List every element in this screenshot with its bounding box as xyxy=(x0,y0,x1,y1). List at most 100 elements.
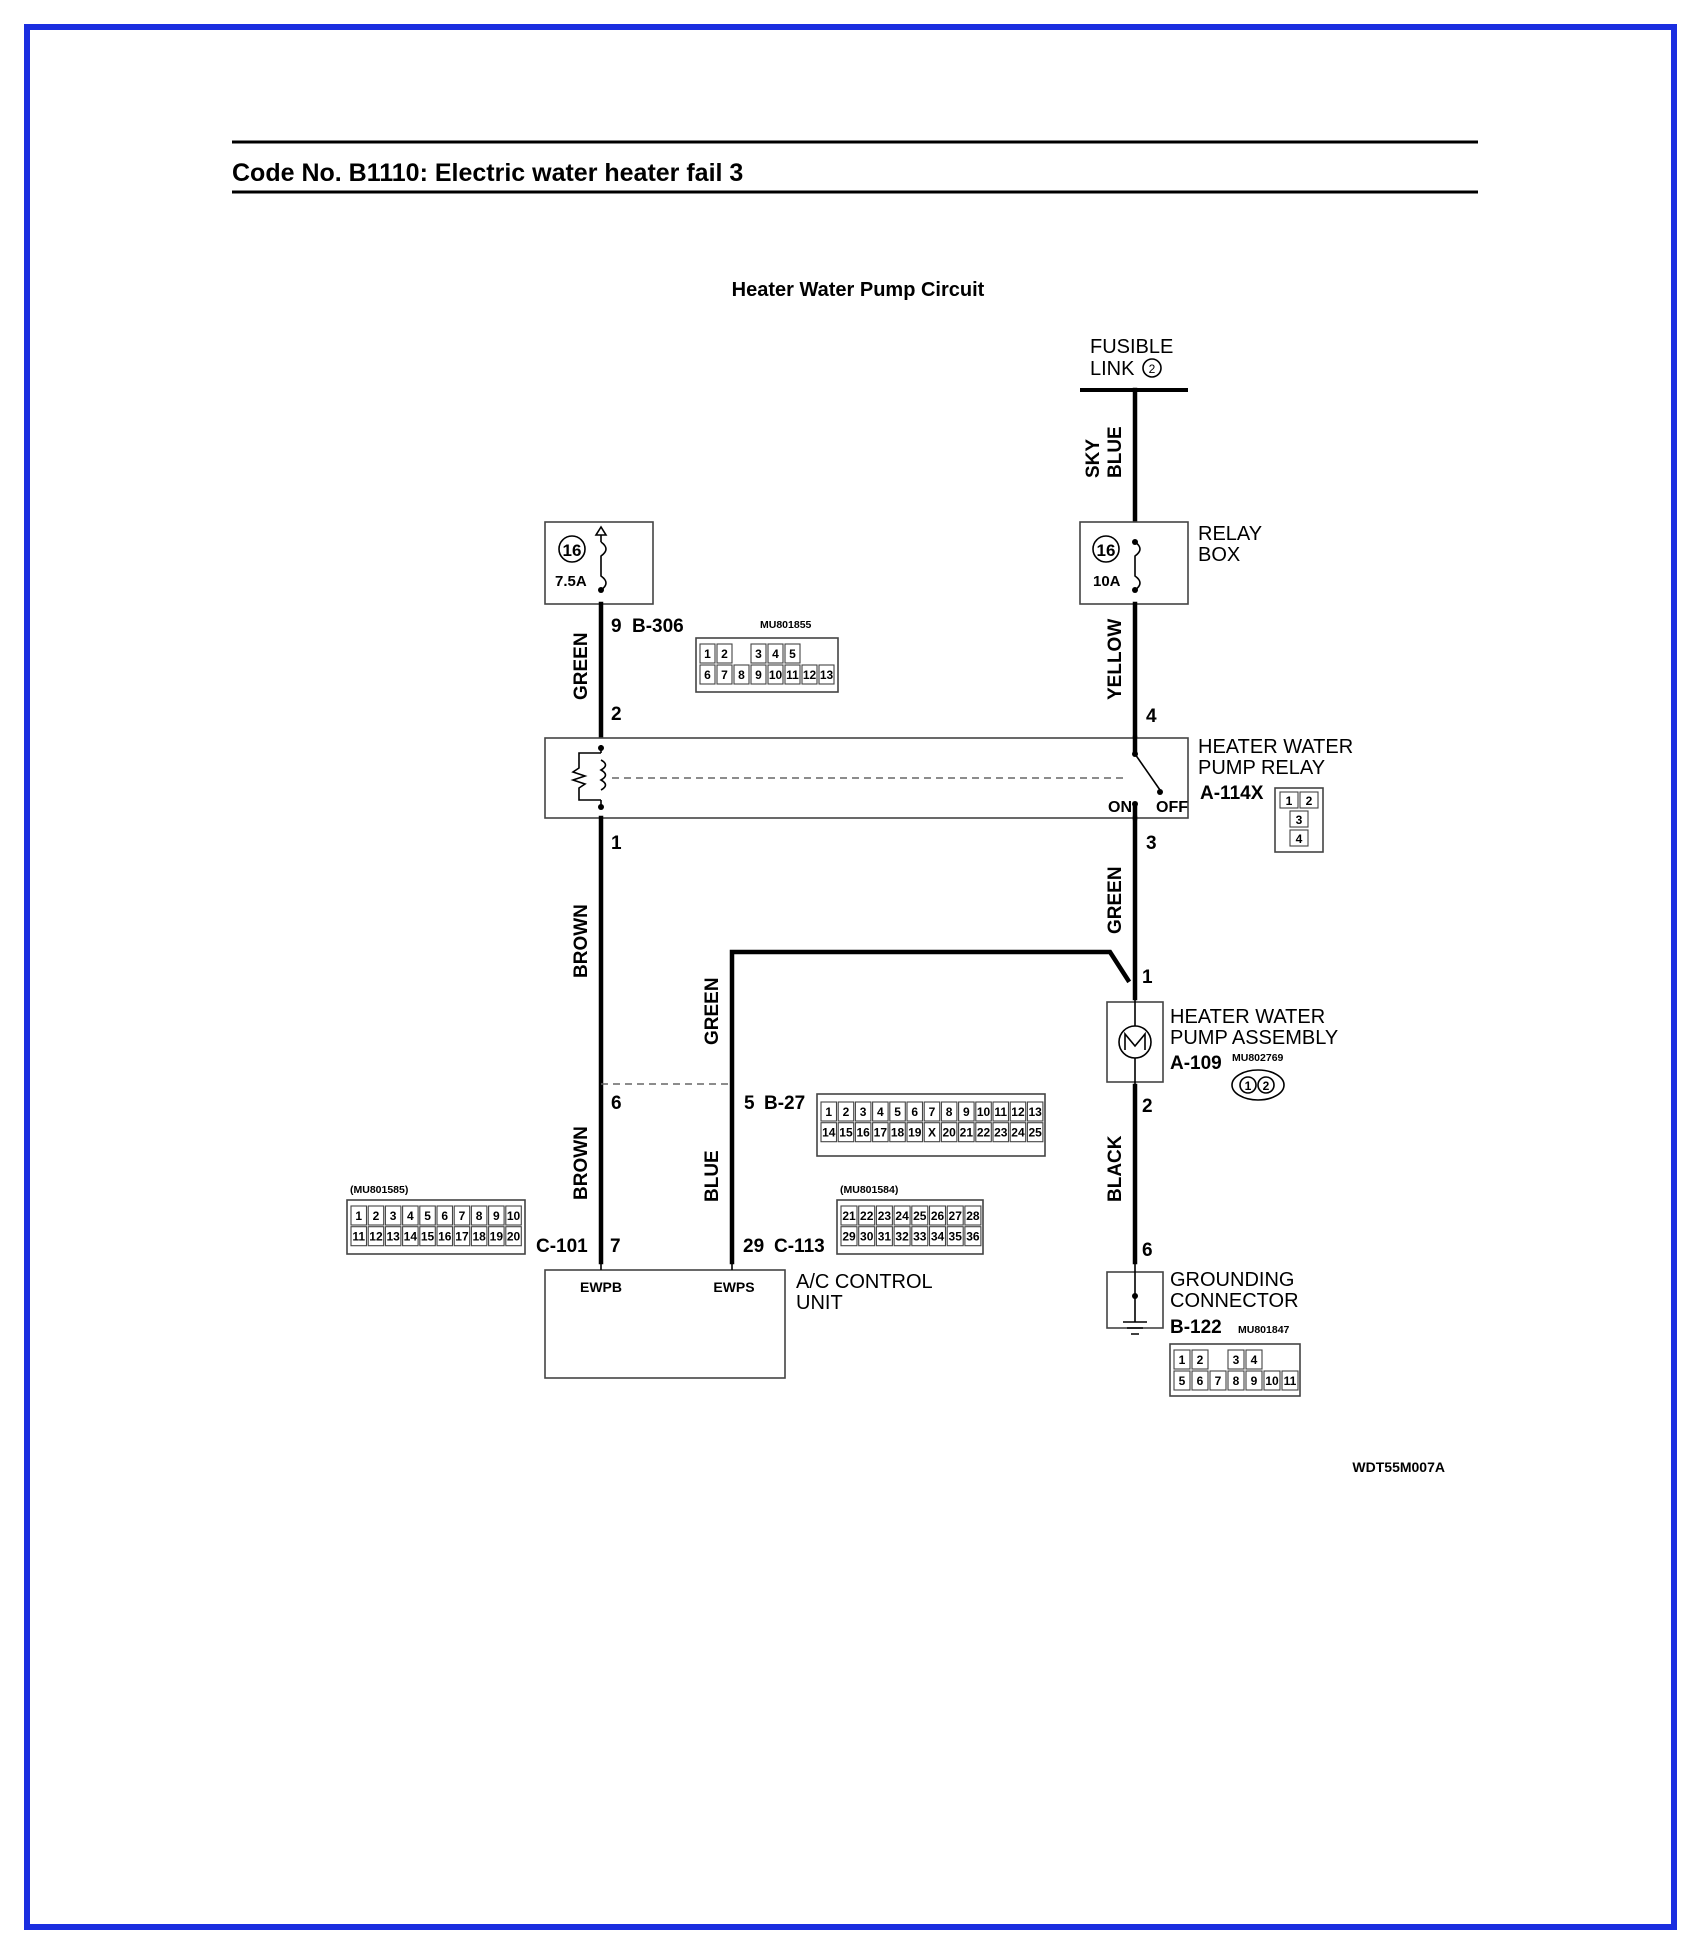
relay-box-label-2: BOX xyxy=(1198,544,1240,566)
c101-pin-cell xyxy=(350,1205,368,1226)
pin-pump-2: 2 xyxy=(1142,1096,1153,1117)
b122-pin-label: 8 xyxy=(1233,1374,1240,1388)
b27-pin-cell xyxy=(906,1122,924,1143)
c101-pin-label: 16 xyxy=(438,1230,452,1244)
ac-terminal-ewpb: EWPB xyxy=(580,1279,622,1295)
code-title: Code No. B1110: Electric water heater fa… xyxy=(232,159,743,187)
c113-pin-label: 25 xyxy=(913,1209,927,1223)
b122-pin-label: 11 xyxy=(1284,1374,1297,1388)
c101-pin-cell xyxy=(470,1205,488,1226)
b27-pin-label: 3 xyxy=(860,1105,867,1119)
b27-pin-cell xyxy=(872,1101,889,1122)
b122-pin-label: 7 xyxy=(1215,1374,1222,1388)
b27-pin-cell xyxy=(889,1122,906,1143)
b27-pin-label: X xyxy=(928,1126,936,1140)
c101-pin-label: 14 xyxy=(404,1230,418,1244)
c101-pin-cell xyxy=(436,1226,454,1247)
b306-pin-cell xyxy=(801,664,818,685)
b27-pin-label: 11 xyxy=(994,1105,1007,1119)
b27-pin-label: 6 xyxy=(911,1105,918,1119)
b27-pin-cell xyxy=(940,1101,958,1122)
page-border xyxy=(24,24,1677,1930)
c113-pin-cell xyxy=(875,1205,893,1226)
c101-pin-cell xyxy=(488,1226,505,1247)
c101-pin-cell xyxy=(419,1226,436,1247)
c101-pin-cell xyxy=(505,1226,522,1247)
b306-pin-cell xyxy=(699,643,716,664)
b122-pin-label: 10 xyxy=(1265,1374,1279,1388)
c113-pin-label: 28 xyxy=(966,1209,980,1223)
c101-pin-label: 2 xyxy=(373,1209,380,1223)
wire-label-sky: SKY xyxy=(1083,439,1104,478)
b27-pin-label: 1 xyxy=(825,1105,832,1119)
relay-on-label: ON xyxy=(1108,799,1132,816)
c101-pin-label: 11 xyxy=(352,1230,365,1244)
b27-pin-cell xyxy=(906,1101,924,1122)
c101-pin-label: 8 xyxy=(476,1209,483,1223)
c113-pin-label: 29 xyxy=(842,1230,856,1244)
b306-pin-label: 11 xyxy=(786,668,799,682)
b122-pin-label: 2 xyxy=(1197,1353,1204,1367)
b27-pin-label: 8 xyxy=(946,1105,953,1119)
c101-pin-cell xyxy=(367,1205,385,1226)
b306-part-no: MU801855 xyxy=(760,619,812,631)
b27-pin-cell xyxy=(1009,1101,1027,1122)
c101-pin-label: 1 xyxy=(355,1209,362,1223)
b27-pin-cell xyxy=(820,1122,838,1143)
b306-pin-label: 6 xyxy=(704,668,711,682)
b27-pin-label: 15 xyxy=(839,1126,853,1140)
b306-pin-label: 10 xyxy=(769,668,783,682)
relay-code: A-114X xyxy=(1200,783,1264,804)
b27-pin-label: 2 xyxy=(843,1105,850,1119)
b306-pin-cell xyxy=(818,664,835,685)
c113-pin-label: 32 xyxy=(895,1230,909,1244)
c113-pin-cell xyxy=(946,1226,964,1247)
b27-pin-label: 22 xyxy=(977,1126,991,1140)
b306-pin-label: 9 xyxy=(755,668,762,682)
wire-label-green-left: GREEN xyxy=(571,632,592,700)
b122-pin-cell xyxy=(1173,1349,1191,1370)
b306-pin-cell xyxy=(750,664,767,685)
c113-code: C-113 xyxy=(774,1236,825,1257)
c101-pin-label: 17 xyxy=(455,1230,469,1244)
b27-pin-cell xyxy=(1026,1122,1044,1143)
b27-pin-cell xyxy=(975,1122,992,1143)
b27-pin-label: 10 xyxy=(977,1105,991,1119)
b306-pin-label: 2 xyxy=(721,647,728,661)
b27-pin-cell xyxy=(872,1122,889,1143)
fusible-link-number-circle xyxy=(1142,358,1162,378)
c113-pin-cell xyxy=(858,1226,876,1247)
b306-pin-label: 3 xyxy=(755,647,762,661)
relay-label-2: PUMP RELAY xyxy=(1198,757,1325,779)
c101-pin-label: 19 xyxy=(490,1230,504,1244)
wire-label-blue: BLUE xyxy=(1105,426,1126,478)
c113-pin-label: 30 xyxy=(860,1230,874,1244)
c101-pin-label: 13 xyxy=(386,1230,400,1244)
pin-relay-3: 3 xyxy=(1146,833,1157,854)
c101-pin-label: 4 xyxy=(407,1209,414,1223)
pin-c101-7: 7 xyxy=(610,1236,621,1257)
b306-pin-cell xyxy=(767,664,784,685)
ac-terminal-ewps: EWPS xyxy=(713,1279,754,1295)
b122-pin-label: 6 xyxy=(1197,1374,1204,1388)
b27-pin-label: 13 xyxy=(1028,1105,1042,1119)
c113-pin-label: 26 xyxy=(931,1209,945,1223)
c101-pin-label: 9 xyxy=(493,1209,500,1223)
b122-pin-label: 1 xyxy=(1179,1353,1186,1367)
fusible-link-label-2: LINK xyxy=(1090,358,1135,380)
grounding-code: B-122 xyxy=(1170,1317,1222,1338)
c101-pin-label: 15 xyxy=(421,1230,435,1244)
c113-pin-label: 21 xyxy=(842,1209,856,1223)
b306-pin-cell xyxy=(699,664,716,685)
c101-pin-cell xyxy=(436,1205,454,1226)
b27-pin-cell xyxy=(837,1101,855,1122)
pump-label-2: PUMP ASSEMBLY xyxy=(1170,1027,1338,1049)
relay-conn-pin-4: 4 xyxy=(1296,832,1303,846)
diagram-title: Heater Water Pump Circuit xyxy=(732,279,985,301)
b306-pin-label: 7 xyxy=(721,668,728,682)
c113-pin-label: 23 xyxy=(878,1209,892,1223)
pin-b306-9: 9 xyxy=(611,616,622,637)
b27-pin-cell xyxy=(1009,1122,1027,1143)
b27-pin-label: 20 xyxy=(942,1126,956,1140)
c113-pin-cell xyxy=(875,1226,893,1247)
